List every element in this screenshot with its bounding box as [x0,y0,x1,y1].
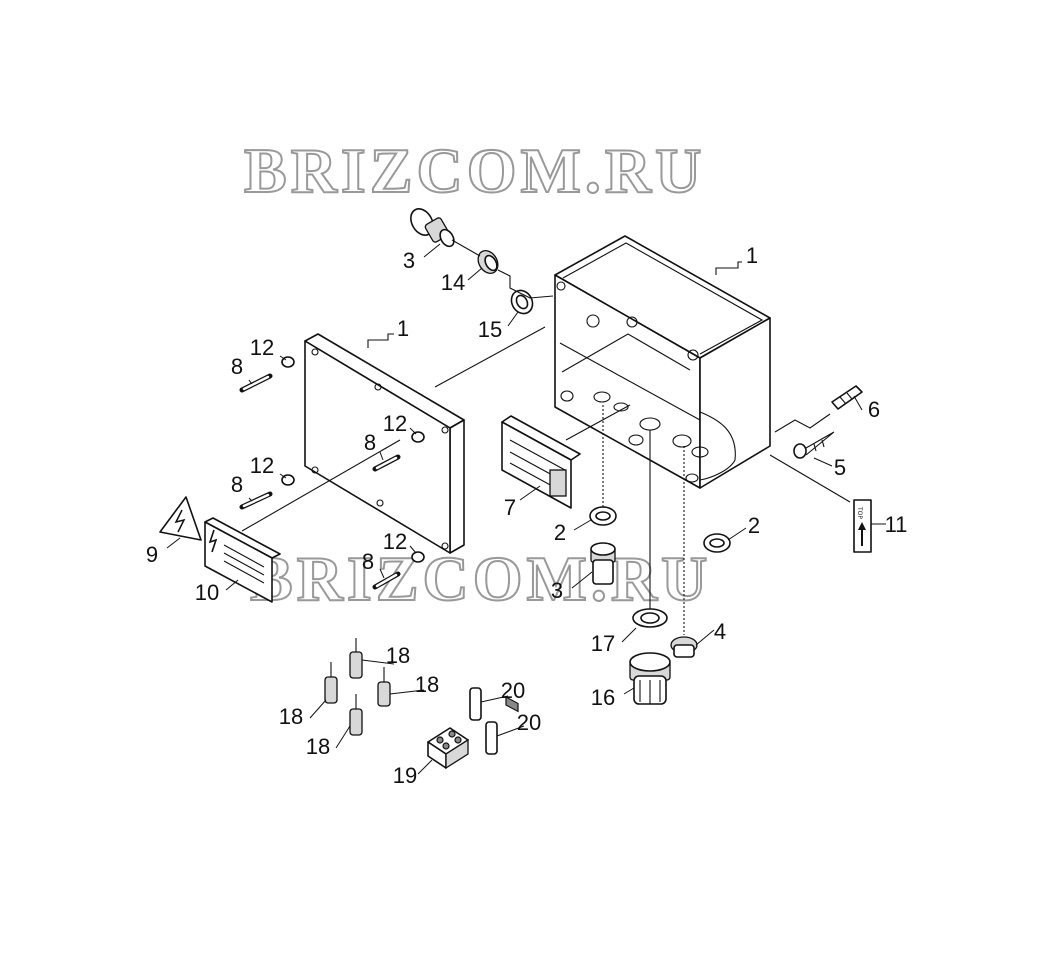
top-sticker-text: TOP [856,506,863,519]
callout-lbl-15: 15 [478,317,502,342]
callout-lbl-1a: 1 [746,243,758,268]
callout-lbl-18a: 18 [386,643,410,668]
callout-lbl-1b: 1 [397,316,409,341]
assembly-line-plug [774,413,831,433]
lock-nut [477,250,499,274]
cable-gland-bottom [590,542,616,585]
callout-lbl-18b: 18 [415,672,439,697]
blanking-plug-4 [670,636,698,658]
watermark-bottom: BRIZCOM.RU [250,543,711,614]
wood-screw [793,431,835,459]
callout-lbl-12b: 12 [383,411,407,436]
warning-strip-label [204,517,281,603]
callout-lbl-20a: 20 [501,678,525,703]
callout-lbl-2b: 2 [748,513,760,538]
callout-lbl-6: 6 [868,397,880,422]
assembly-line-top1 [451,239,481,257]
ferrule-18a [349,638,363,679]
screw-8a [239,373,273,393]
watermark-top: BRIZCOM.RU [244,135,705,206]
callout-lbl-16: 16 [591,685,615,710]
cover-plate [304,333,465,554]
callout-lbl-18d: 18 [306,734,330,759]
callout-lbl-14: 14 [441,270,465,295]
screw-8b [372,454,401,472]
assembly-line-pcb [565,404,631,441]
callout-lbl-12a: 12 [250,335,274,360]
assembly-line-sticker [769,454,851,503]
washer-12d [411,551,425,563]
callout-lbl-3a: 3 [403,248,415,273]
callout-lbl-8d: 8 [362,549,374,574]
callout-lbl-5: 5 [834,455,846,480]
seal-washer-15 [510,289,534,315]
fuse-20a [469,687,482,721]
callout-lbl-2a: 2 [554,520,566,545]
callout-lbl-12d: 12 [383,529,407,554]
cable-gland-top [410,208,455,248]
screw-8c [239,491,273,510]
screw-8d [372,571,401,590]
assembly-line-box [559,342,701,421]
fuse-20b [485,721,498,755]
callout-lbl-4: 4 [714,619,726,644]
ferrule-18b [324,662,338,704]
callout-lbl-3b: 3 [551,578,563,603]
callout-lbl-8b: 8 [364,430,376,455]
terminal-block [427,727,469,770]
seal-washer-17 [632,608,668,628]
callout-lbl-12c: 12 [250,453,274,478]
callout-lbl-20b: 20 [517,710,541,735]
bracket-1a [715,261,742,275]
callout-lbl-7: 7 [504,495,516,520]
grommet-2b [703,533,731,553]
callout-lbl-9: 9 [146,542,158,567]
circuit-board [501,415,581,713]
callout-lbl-18c: 18 [279,704,303,729]
enclosure-box [554,235,771,489]
grommet-2a [589,506,617,526]
wall-plug [831,385,863,410]
top-sticker: TOP [853,499,872,553]
washer-12b [411,431,425,443]
callout-lbl-11: 11 [885,512,908,537]
warning-triangle-label [159,496,202,541]
assembly-line-plate [434,326,546,388]
callout-lbl-19: 19 [393,763,417,788]
ferrule-18c [377,667,391,707]
callout-lbl-8a: 8 [231,354,243,379]
bracket-1b [367,333,394,348]
assembly-line-top2 [497,269,554,299]
callout-lbl-8c: 8 [231,472,243,497]
cable-gland-16 [629,652,671,705]
callout-lbl-10: 10 [195,580,219,605]
callout-lbl-17: 17 [591,631,615,656]
leader-lines [166,243,886,775]
ferrule-18d [349,694,363,736]
assembly-line-screws [241,439,401,532]
